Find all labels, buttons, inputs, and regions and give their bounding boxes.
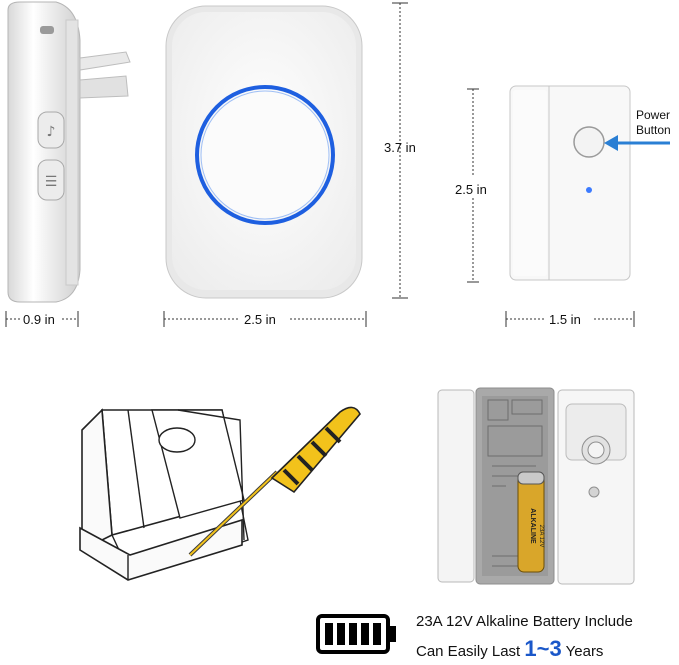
battery-label-brand: ALKALINE [529, 508, 536, 544]
power-button-arrow-icon [604, 135, 670, 151]
svg-text:♪: ♪ [47, 124, 56, 140]
power-button-callout: Power Button [636, 108, 671, 138]
svg-text:☰: ☰ [45, 174, 58, 190]
callout-line-2: Button [636, 123, 671, 137]
power-button[interactable] [573, 126, 605, 158]
sensor-height-label: 2.5 in [455, 182, 487, 197]
receiver-front-view [165, 5, 363, 299]
sensor-width-label: 1.5 in [549, 312, 581, 327]
door-sensor-front-view [509, 85, 631, 281]
battery-23a: ALKALINE 23A 12V [517, 471, 545, 573]
side-depth-label: 0.9 in [23, 312, 55, 327]
side-depth-dimension-line [5, 311, 79, 327]
receiver-height-dimension-line [392, 2, 408, 299]
battery-label-type: 23A 12V [538, 525, 544, 548]
callout-line-1: Power [636, 108, 671, 122]
volume-button[interactable]: ♪ [37, 111, 65, 149]
receiver-width-label: 2.5 in [244, 312, 276, 327]
battery-caption-prefix: Can Easily Last [416, 643, 521, 660]
screwdriver-icon [270, 406, 361, 494]
receiver-width-dimension-line [163, 311, 367, 327]
mode-button[interactable]: ☰ [37, 159, 65, 201]
battery-caption-line-2: Can Easily Last 1~3 Years [416, 636, 603, 662]
battery-full-icon [316, 614, 396, 654]
sensor-height-dimension-line [467, 88, 479, 283]
sensor-battery-compartment: ALKALINE 23A 12V [437, 387, 635, 585]
sensor-width-dimension-line [505, 311, 635, 327]
led-ring [195, 85, 335, 225]
status-led [586, 187, 592, 193]
sensor-opening-illustration [79, 406, 361, 581]
receiver-side-view: ♪ ☰ [7, 1, 131, 303]
receiver-height-label: 3.7 in [384, 140, 416, 155]
battery-caption-suffix: Years [565, 643, 604, 660]
battery-caption-line-1: 23A 12V Alkaline Battery Include [416, 613, 633, 630]
battery-life-value: 1~3 [524, 636, 562, 661]
